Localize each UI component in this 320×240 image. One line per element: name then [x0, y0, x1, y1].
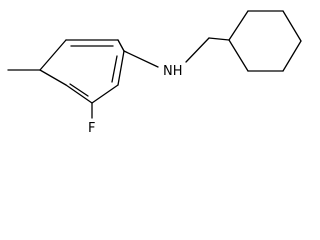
ring-bond-right-inner — [111, 55, 118, 83]
benzene-ring — [39, 39, 125, 104]
cyclohexane-bond-4 — [282, 40, 302, 72]
ring-bond-left — [39, 69, 67, 86]
ring-bond-lower-right — [91, 84, 119, 104]
ring-bond-bottom-inner — [69, 83, 89, 97]
ring-bond-bottom — [65, 84, 93, 104]
molecule-structure-diagram: NH F — [7, 10, 302, 136]
fluorine-label: F — [88, 121, 95, 136]
ring-bond-upper-right — [117, 39, 125, 52]
amine-methylene-bond — [185, 37, 210, 63]
methylene-cyclohexyl-bond — [208, 37, 230, 41]
ring-bond-right — [117, 50, 125, 86]
cyclohexane-bond-6 — [228, 39, 249, 72]
ring-bond-upper-left — [39, 39, 67, 71]
cyclohexane-bond-1 — [228, 10, 249, 41]
amine-label: NH — [163, 64, 183, 79]
amine-ring-bond — [123, 50, 159, 68]
cyclohexane-ring — [228, 10, 302, 72]
cyclohexane-bond-3 — [282, 10, 302, 42]
